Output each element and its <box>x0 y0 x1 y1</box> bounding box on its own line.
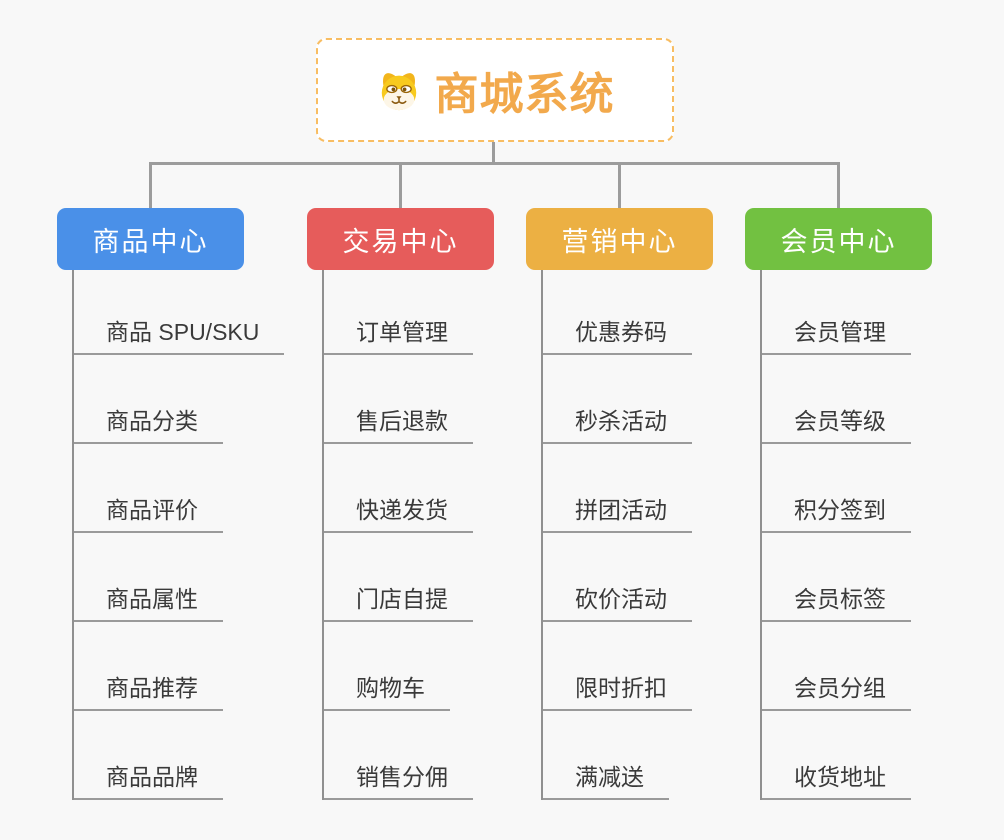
branch-topic-marketing-center[interactable]: 营销中心 <box>526 208 713 270</box>
leaf-topic[interactable]: 会员标签 <box>762 533 932 622</box>
connector-root-stem <box>492 142 495 164</box>
leaf-topic[interactable]: 售后退款 <box>324 355 494 444</box>
leaf-topic[interactable]: 砍价活动 <box>543 533 713 622</box>
leaf-topic[interactable]: 满减送 <box>543 711 713 800</box>
leaf-topic[interactable]: 购物车 <box>324 622 494 711</box>
dog-face-icon <box>381 73 416 111</box>
branch-children: 订单管理 售后退款 快递发货 门店自提 购物车 销售分佣 <box>322 270 494 800</box>
leaf-topic[interactable]: 订单管理 <box>324 270 494 355</box>
connector-drop-1 <box>149 164 152 208</box>
branch-trade-center: 交易中心 订单管理 售后退款 快递发货 门店自提 购物车 销售分佣 <box>307 208 494 800</box>
leaf-topic[interactable]: 拼团活动 <box>543 444 713 533</box>
leaf-topic[interactable]: 积分签到 <box>762 444 932 533</box>
leaf-topic[interactable]: 会员分组 <box>762 622 932 711</box>
leaf-topic[interactable]: 优惠券码 <box>543 270 713 355</box>
branch-children: 商品 SPU/SKU 商品分类 商品评价 商品属性 商品推荐 商品品牌 <box>72 270 285 800</box>
leaf-topic[interactable]: 商品推荐 <box>74 622 244 711</box>
branch-topic-member-center[interactable]: 会员中心 <box>745 208 932 270</box>
leaf-topic[interactable]: 门店自提 <box>324 533 494 622</box>
connector-drop-4 <box>837 164 840 208</box>
root-topic[interactable]: 商城系统 <box>316 38 674 142</box>
leaf-topic[interactable]: 秒杀活动 <box>543 355 713 444</box>
leaf-topic[interactable]: 商品评价 <box>74 444 244 533</box>
branch-topic-product-center[interactable]: 商品中心 <box>57 208 244 270</box>
leaf-topic[interactable]: 会员等级 <box>762 355 932 444</box>
leaf-topic[interactable]: 商品分类 <box>74 355 244 444</box>
connector-bus <box>149 162 840 165</box>
leaf-topic[interactable]: 商品 SPU/SKU <box>74 270 285 355</box>
branch-member-center: 会员中心 会员管理 会员等级 积分签到 会员标签 会员分组 收货地址 <box>745 208 932 800</box>
leaf-topic[interactable]: 快递发货 <box>324 444 494 533</box>
leaf-topic[interactable]: 销售分佣 <box>324 711 494 800</box>
leaf-topic[interactable]: 会员管理 <box>762 270 932 355</box>
leaf-topic[interactable]: 收货地址 <box>762 711 932 800</box>
branch-product-center: 商品中心 商品 SPU/SKU 商品分类 商品评价 商品属性 商品推荐 商品品牌 <box>57 208 285 800</box>
leaf-topic[interactable]: 商品品牌 <box>74 711 244 800</box>
leaf-topic[interactable]: 限时折扣 <box>543 622 713 711</box>
root-topic-title: 商城系统 <box>434 70 615 119</box>
branch-children: 优惠券码 秒杀活动 拼团活动 砍价活动 限时折扣 满减送 <box>541 270 713 800</box>
leaf-topic[interactable]: 商品属性 <box>74 533 244 622</box>
branch-topic-trade-center[interactable]: 交易中心 <box>307 208 494 270</box>
connector-drop-3 <box>618 164 621 208</box>
branch-children: 会员管理 会员等级 积分签到 会员标签 会员分组 收货地址 <box>760 270 932 800</box>
connector-drop-2 <box>399 164 402 208</box>
branch-marketing-center: 营销中心 优惠券码 秒杀活动 拼团活动 砍价活动 限时折扣 满减送 <box>526 208 713 800</box>
